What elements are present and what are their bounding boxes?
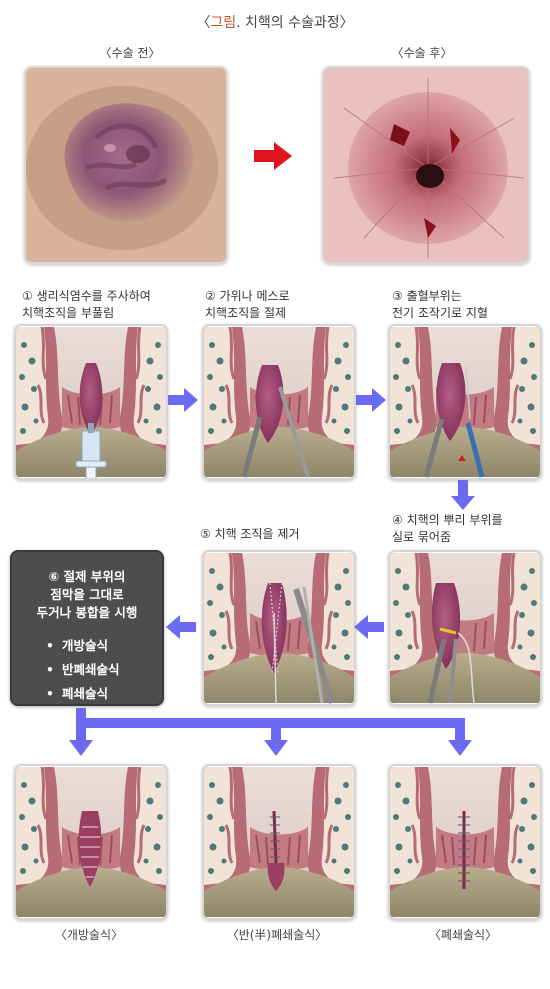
- semi-closed-method-illustration: [202, 764, 356, 920]
- open-method-illustration: [14, 764, 168, 920]
- step1-illustration: [14, 324, 168, 480]
- step6-summary-box: ⑥ 절제 부위의 점막을 그대로 두거나 봉합을 시행 개방술식 반폐쇄술식 폐…: [10, 550, 164, 706]
- step6-options: 개방술식 반폐쇄술식 폐쇄술식: [12, 634, 162, 706]
- title-rest: . 치핵의 수술과정: [236, 15, 340, 31]
- step2-illustration: [202, 324, 356, 480]
- option-open: 개방술식: [46, 634, 162, 658]
- red-arrow-icon: [254, 142, 292, 170]
- step4-illustration: [388, 550, 542, 706]
- after-label: 〈수술 후〉: [391, 46, 453, 60]
- result-label-open: 〈개방술식〉: [54, 928, 124, 942]
- figure-title: 〈그림. 치핵의 수술과정〉: [196, 15, 354, 31]
- arrow-right-icon: [168, 388, 198, 412]
- step2-label: ② 가위나 메스로 치핵조직을 절제: [205, 289, 290, 320]
- arrow-right-icon: [356, 388, 386, 412]
- option-semi-closed: 반폐쇄술식: [46, 658, 162, 682]
- step4-label: ④ 치핵의 뿌리 부위를 실로 묶어줌: [392, 513, 503, 544]
- step3-label: ③ 출혈부위는 전기 조작기로 지혈: [392, 289, 488, 320]
- option-closed: 폐쇄술식: [46, 682, 162, 706]
- closed-method-illustration: [388, 764, 542, 920]
- step5-illustration: [202, 550, 356, 706]
- step1-label: ① 생리식염수를 주사하여 치핵조직을 부풀림: [22, 289, 151, 320]
- step3-illustration: [388, 324, 542, 480]
- after-surgery-photo: [322, 66, 530, 264]
- arrow-down-icon: [451, 480, 475, 510]
- step5-label: ⑤ 치핵 조직을 제거: [200, 527, 300, 541]
- before-surgery-photo: [24, 66, 228, 264]
- arrow-left-icon: [354, 615, 384, 639]
- distribution-arrows-icon: [69, 708, 472, 756]
- title-accent: 그림: [210, 15, 237, 31]
- before-label: 〈수술 전〉: [99, 46, 161, 60]
- arrow-left-icon: [166, 615, 196, 639]
- result-label-semi-closed: 〈반(半)폐쇄술식〉: [226, 928, 328, 942]
- result-label-closed: 〈폐쇄술식〉: [428, 928, 498, 942]
